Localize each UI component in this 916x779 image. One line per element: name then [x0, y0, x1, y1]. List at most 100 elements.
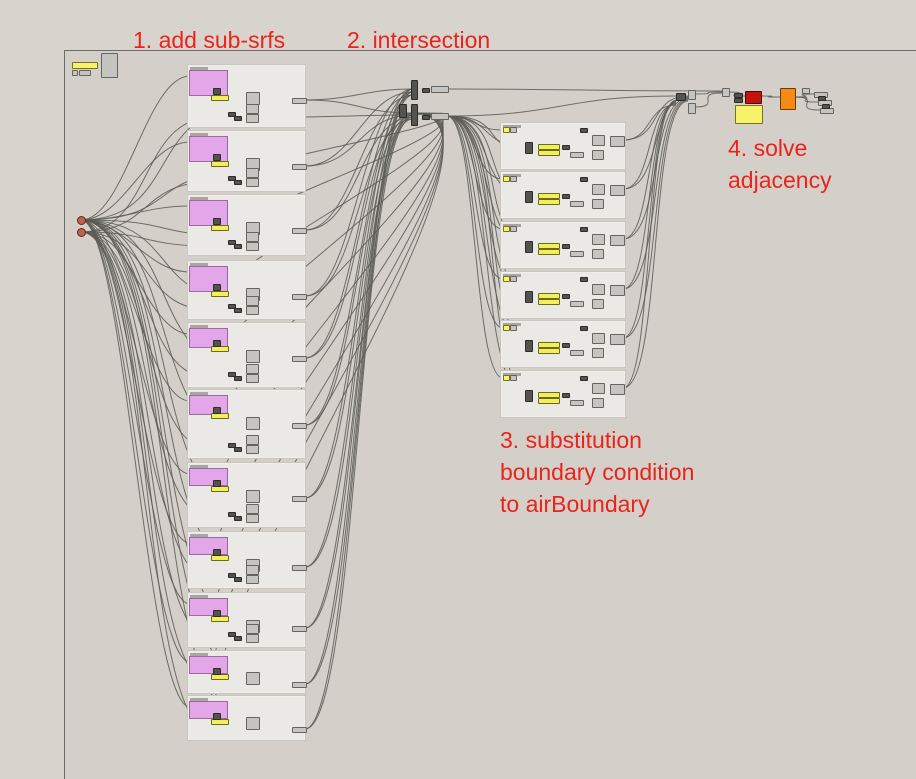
main-component-3-2[interactable]	[592, 184, 605, 195]
second-component-7[interactable]	[246, 504, 259, 514]
adjacency-panel[interactable]	[735, 105, 763, 124]
yellow-param-a-2[interactable]	[538, 193, 560, 199]
main-component-3-1[interactable]	[592, 135, 605, 146]
lavender-param-2[interactable]	[570, 201, 584, 207]
bool-toggle-5[interactable]	[503, 325, 510, 331]
output-component-3-3[interactable]	[610, 235, 625, 246]
pink-code-panel-5[interactable]	[189, 328, 228, 348]
yellow-param-a-3[interactable]	[538, 243, 560, 249]
pink-code-panel-1[interactable]	[189, 70, 228, 96]
lavender-param-6[interactable]	[570, 400, 584, 406]
yellow-param-a-6[interactable]	[538, 392, 560, 398]
yellow-param-3[interactable]	[211, 225, 229, 231]
yellow-param-b-1[interactable]	[538, 150, 560, 156]
sub-component-3-5[interactable]	[592, 348, 604, 358]
second-component-6[interactable]	[246, 435, 259, 445]
second-component-3[interactable]	[246, 232, 259, 242]
third-component-3[interactable]	[246, 242, 259, 251]
yellow-param-b-3[interactable]	[538, 249, 560, 255]
main-component-3-3[interactable]	[592, 234, 605, 245]
merge-component-a[interactable]	[676, 93, 686, 101]
main-component-10[interactable]	[246, 672, 260, 685]
main-component-3-5[interactable]	[592, 333, 605, 344]
output-param-8[interactable]	[292, 565, 307, 571]
output-param-3[interactable]	[292, 228, 307, 234]
merge-component-b[interactable]	[688, 90, 696, 100]
main-component-11[interactable]	[246, 717, 260, 730]
input-param-1[interactable]	[77, 216, 86, 225]
intersection-merge-b[interactable]	[411, 104, 418, 126]
output-param-9[interactable]	[292, 626, 307, 632]
yellow-param-b-4[interactable]	[538, 299, 560, 305]
dark-merge-4[interactable]	[525, 291, 533, 303]
solve-adjacency-component[interactable]	[745, 91, 762, 104]
pink-code-panel-7[interactable]	[189, 468, 228, 486]
lavender-param-4[interactable]	[570, 301, 584, 307]
third-component-5[interactable]	[246, 374, 259, 383]
third-component-1[interactable]	[246, 114, 259, 123]
pink-code-panel-2[interactable]	[189, 136, 228, 162]
yellow-param-a-4[interactable]	[538, 293, 560, 299]
sub-component-3-4[interactable]	[592, 299, 604, 309]
second-component-1[interactable]	[246, 104, 259, 114]
yellow-param-2[interactable]	[211, 161, 229, 167]
main-component-3-6[interactable]	[592, 383, 605, 394]
legend-toggle[interactable]	[101, 53, 118, 78]
third-component-6[interactable]	[246, 445, 259, 454]
bool-toggle-3[interactable]	[503, 226, 510, 232]
lavender-param-1[interactable]	[570, 152, 584, 158]
main-component-7[interactable]	[246, 490, 260, 503]
output-component-3-1[interactable]	[610, 136, 625, 147]
dark-merge-2[interactable]	[525, 191, 533, 203]
third-component-2[interactable]	[246, 178, 259, 187]
output-param-4[interactable]	[292, 294, 307, 300]
output-param-5[interactable]	[292, 356, 307, 362]
pink-code-panel-11[interactable]	[189, 701, 228, 719]
pink-code-panel-10[interactable]	[189, 656, 228, 674]
output-param-6[interactable]	[292, 423, 307, 429]
second-component-9[interactable]	[246, 624, 259, 634]
bool-toggle-1[interactable]	[503, 127, 510, 133]
yellow-param-4[interactable]	[211, 291, 229, 297]
input-param-2[interactable]	[77, 228, 86, 237]
third-component-7[interactable]	[246, 514, 259, 523]
yellow-param-a-5[interactable]	[538, 342, 560, 348]
output-param-11[interactable]	[292, 727, 307, 733]
dark-merge-6[interactable]	[525, 390, 533, 402]
yellow-param-b-5[interactable]	[538, 348, 560, 354]
bool-toggle-4[interactable]	[503, 276, 510, 282]
main-component-3-4[interactable]	[592, 284, 605, 295]
second-component-8[interactable]	[246, 565, 259, 575]
dark-merge-3[interactable]	[525, 241, 533, 253]
output-component-3-5[interactable]	[610, 334, 625, 345]
output-component-3-6[interactable]	[610, 384, 625, 395]
output-param-7[interactable]	[292, 496, 307, 502]
adjacency-input[interactable]	[722, 88, 730, 97]
output-param-1[interactable]	[292, 98, 307, 104]
pink-code-panel-9[interactable]	[189, 598, 228, 616]
main-component-6[interactable]	[246, 417, 260, 430]
output-param-2[interactable]	[292, 164, 307, 170]
intersection-merge-a[interactable]	[411, 80, 418, 100]
pink-code-panel-6[interactable]	[189, 395, 228, 415]
pink-code-panel-8[interactable]	[189, 537, 228, 555]
output-component-3-4[interactable]	[610, 285, 625, 296]
bool-toggle-2[interactable]	[503, 176, 510, 182]
yellow-param-a-1[interactable]	[538, 144, 560, 150]
intersection-output[interactable]	[431, 113, 449, 120]
bool-toggle-6[interactable]	[503, 375, 510, 381]
lavender-param-3[interactable]	[570, 251, 584, 257]
intersection-component[interactable]	[431, 86, 449, 93]
sub-component-3-1[interactable]	[592, 150, 604, 160]
second-component-4[interactable]	[246, 296, 259, 306]
intersection-merge-c[interactable]	[399, 104, 407, 118]
dark-merge-5[interactable]	[525, 340, 533, 352]
second-component-5[interactable]	[246, 364, 259, 374]
sub-component-3-3[interactable]	[592, 249, 604, 259]
third-component-9[interactable]	[246, 634, 259, 643]
pink-code-panel-3[interactable]	[189, 200, 228, 226]
third-component-4[interactable]	[246, 306, 259, 315]
output-component-3-2[interactable]	[610, 185, 625, 196]
yellow-param-1[interactable]	[211, 95, 229, 101]
sub-component-3-2[interactable]	[592, 199, 604, 209]
